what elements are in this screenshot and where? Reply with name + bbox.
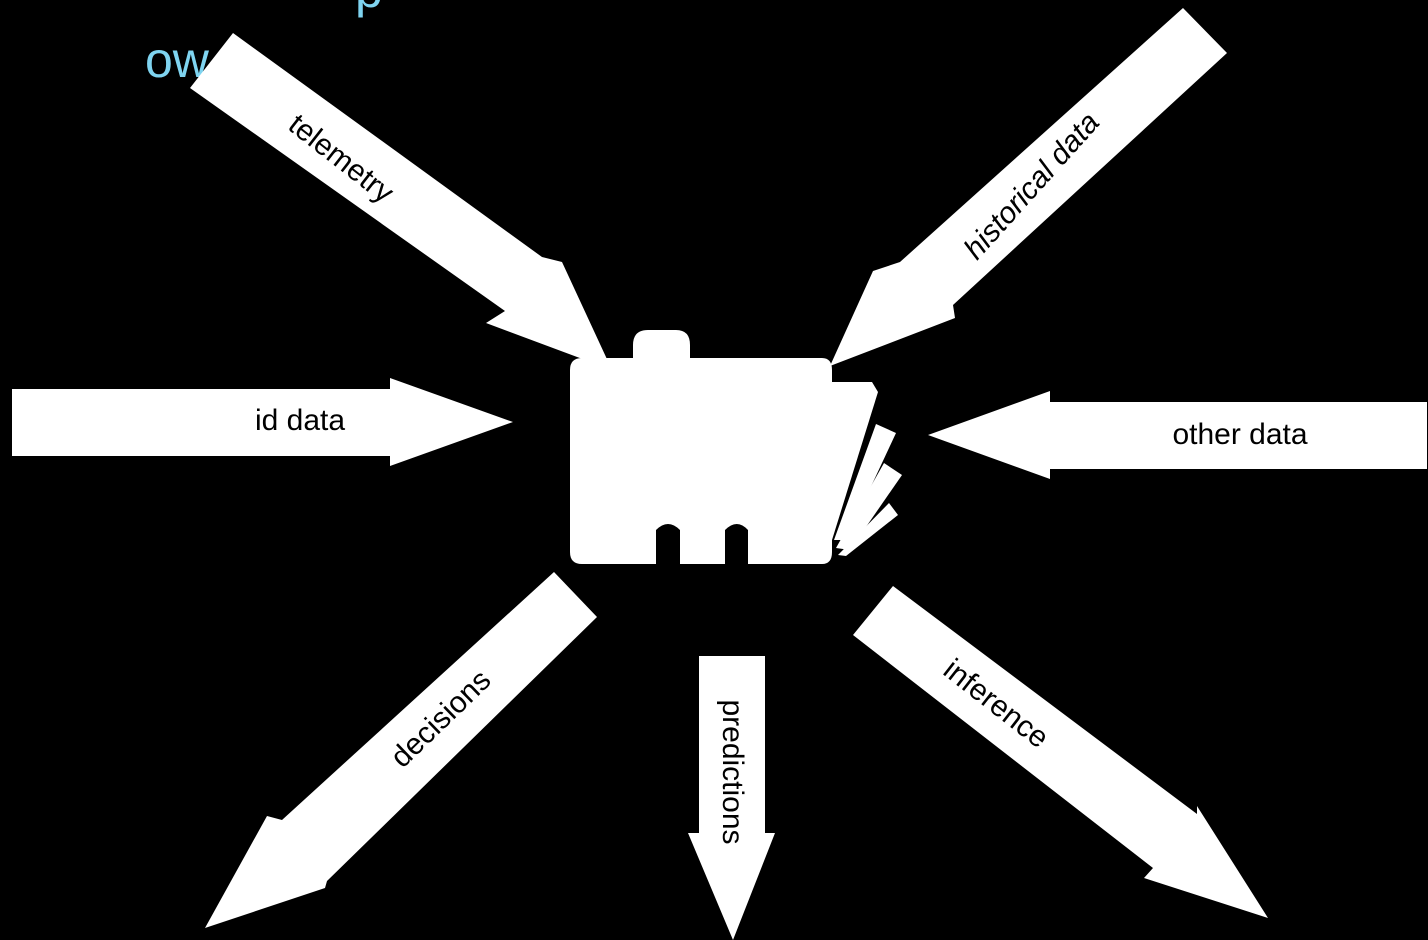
label-other-data: other data	[1172, 418, 1307, 451]
arrow-id-data: id data	[12, 378, 513, 466]
label-id-data: id data	[255, 404, 345, 437]
label-predictions: predictions	[716, 699, 749, 844]
label-historical-data: historical data	[958, 106, 1106, 266]
arrow-decisions: decisions	[205, 572, 597, 928]
title-fragment-top: p	[355, 0, 383, 20]
arrow-inference: inference	[853, 586, 1268, 918]
arrow-telemetry: telemetry	[190, 33, 612, 370]
arrow-historical-data: historical data	[830, 8, 1227, 366]
folder-with-documents-icon	[570, 330, 902, 564]
arrow-predictions: predictions	[688, 656, 775, 940]
arrow-other-data: other data	[928, 391, 1427, 479]
